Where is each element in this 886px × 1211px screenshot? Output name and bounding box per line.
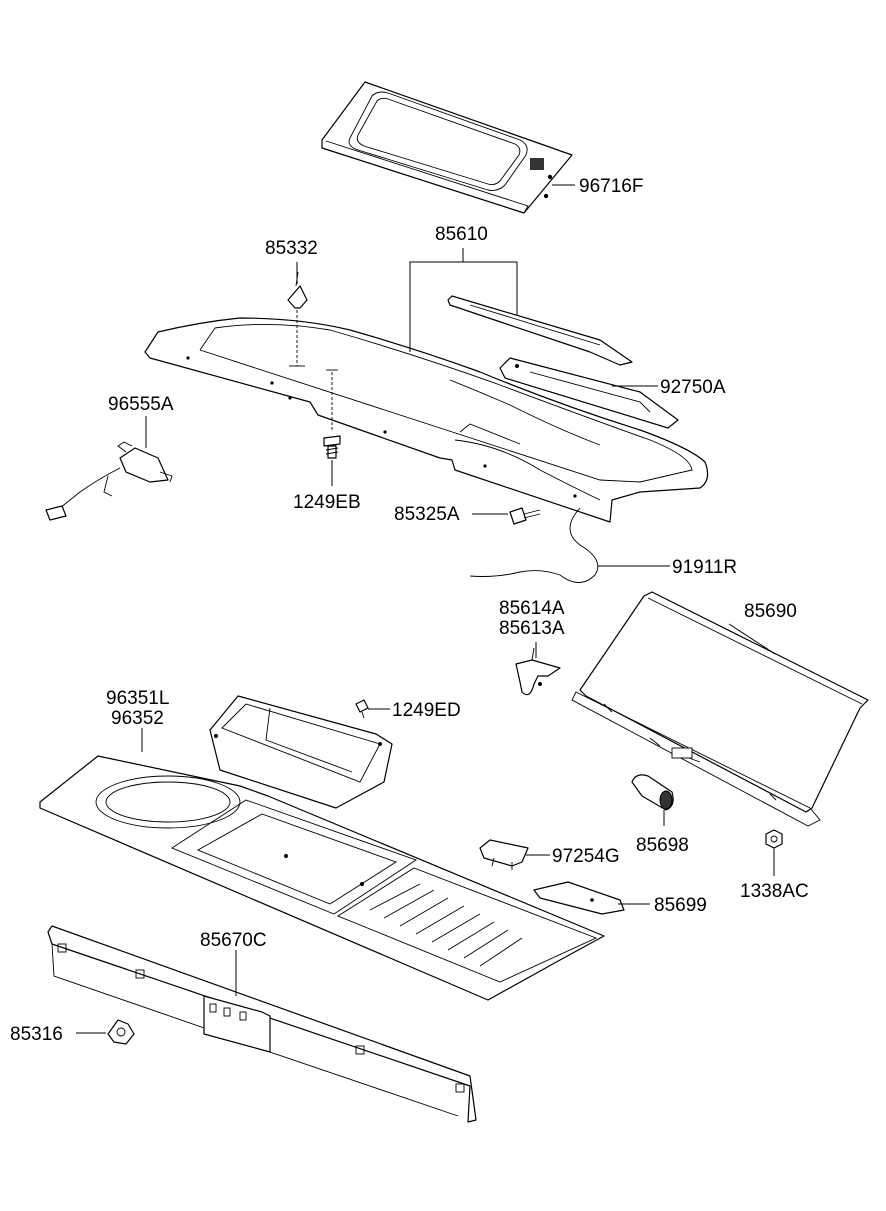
- part-85614A-hook: [515, 647, 561, 696]
- label-85325A: 85325A: [394, 504, 460, 525]
- label-85690: 85690: [744, 601, 797, 622]
- part-1249ED-screw: [355, 699, 369, 719]
- label-1338AC: 1338AC: [740, 881, 809, 902]
- label-96352: 96352: [111, 708, 164, 729]
- label-97254G: 97254G: [552, 846, 620, 867]
- part-85699-plate: [533, 881, 625, 915]
- label-1249ED: 1249ED: [392, 700, 461, 721]
- label-85699: 85699: [654, 895, 707, 916]
- label-85670C: 85670C: [200, 930, 267, 951]
- part-96716F-cover-panel: [321, 81, 573, 214]
- part-storage-box: [209, 695, 393, 809]
- part-1249EB-screw: [323, 369, 341, 459]
- label-85610: 85610: [435, 224, 488, 245]
- label-85316: 85316: [10, 1024, 63, 1045]
- part-85316-clip: [107, 1019, 135, 1045]
- part-92750A-lamp: [499, 357, 679, 429]
- part-97254G-lamp: [479, 839, 529, 870]
- part-91911R-wire: [469, 507, 599, 583]
- part-85610-trim-strip: [447, 295, 633, 366]
- label-1249EB: 1249EB: [293, 492, 361, 513]
- label-85614A: 85614A: [499, 598, 565, 619]
- label-85332: 85332: [265, 238, 318, 259]
- part-85610-package-tray: [144, 317, 709, 523]
- label-96716F: 96716F: [579, 176, 643, 197]
- part-1338AC-nut: [765, 829, 783, 849]
- part-85325A-fastener: [509, 507, 541, 525]
- label-85613A: 85613A: [499, 618, 565, 639]
- part-85670C-trim-panel: [47, 925, 477, 1123]
- part-96351L-tray-panel: [39, 755, 605, 1001]
- label-85698: 85698: [636, 835, 689, 856]
- part-96555A-antenna: [45, 441, 173, 521]
- part-85332-clip: [287, 271, 308, 367]
- label-96351L: 96351L: [106, 688, 169, 709]
- label-91911R: 91911R: [672, 557, 737, 578]
- label-96555A: 96555A: [108, 394, 174, 415]
- part-85690-cargo-cover: [571, 591, 869, 827]
- label-92750A: 92750A: [660, 377, 726, 398]
- part-85698-cap: [631, 774, 674, 811]
